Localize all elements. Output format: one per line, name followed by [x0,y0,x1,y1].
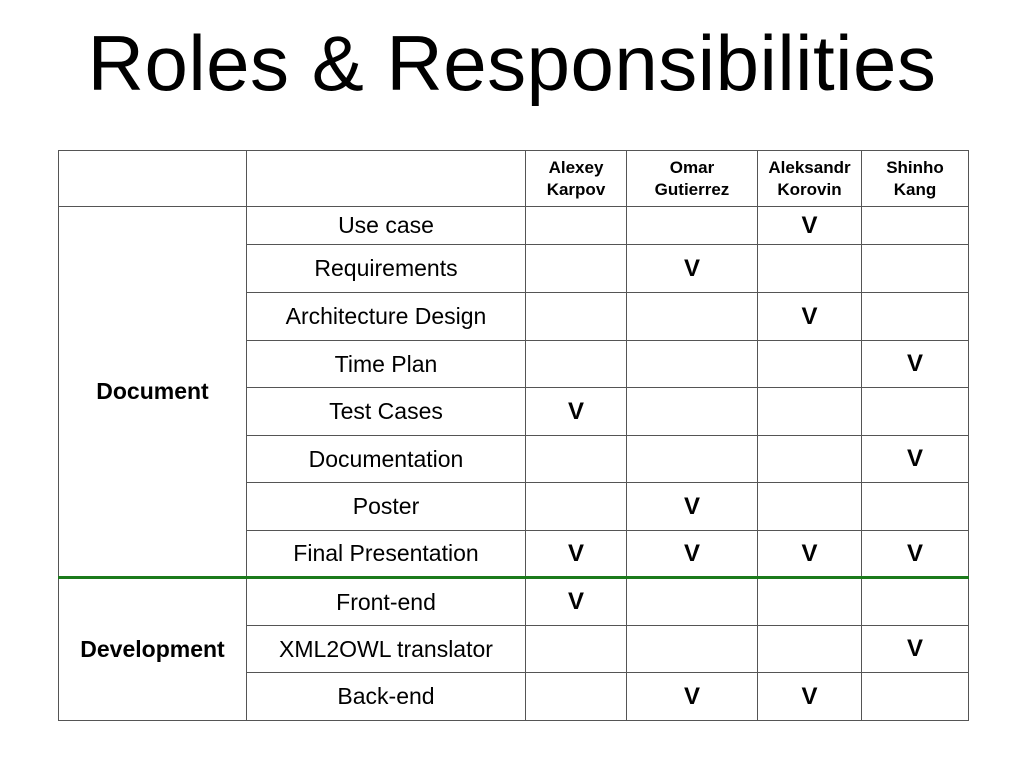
assignment-cell [626,387,758,436]
assignment-cell [626,625,758,673]
assignment-cell [525,435,627,483]
task-label: Architecture Design [246,292,526,341]
assignment-cell [525,672,627,721]
assignment-cell [757,625,862,673]
task-label: Final Presentation [246,530,526,578]
assignment-cell [861,482,969,531]
task-label: Use case [246,206,526,245]
task-label: Front-end [246,576,526,626]
assignment-cell [626,292,758,341]
task-label: Time Plan [246,340,526,388]
task-label: Requirements [246,244,526,293]
assignment-cell: V [525,576,627,626]
assignment-cell [757,244,862,293]
assignment-cell [861,292,969,341]
table-row: Documentation V [59,435,969,483]
assignment-cell [757,482,862,531]
assignment-cell [626,435,758,483]
assignment-cell [861,576,969,626]
assignment-cell [757,387,862,436]
group-label: Document [58,206,247,578]
assignment-cell: V [525,530,627,578]
assignment-cell: V [861,435,969,483]
assignment-cell [525,206,627,245]
assignment-cell: V [626,672,758,721]
assignment-cell: V [626,482,758,531]
task-label: Documentation [246,435,526,483]
empty-task-header-cell [246,150,526,207]
assignment-cell: V [861,530,969,578]
task-label: XML2OWL translator [246,625,526,673]
table-row: Time Plan V [59,340,969,388]
task-label: Poster [246,482,526,531]
assignment-cell [757,576,862,626]
empty-corner-cell [58,150,247,207]
assignment-cell [757,435,862,483]
assignment-cell [861,672,969,721]
assignment-cell [861,387,969,436]
assignment-cell [525,482,627,531]
assignment-cell: V [525,387,627,436]
assignment-cell: V [626,244,758,293]
task-label: Test Cases [246,387,526,436]
group-label: Development [58,576,247,721]
assignment-cell: V [757,292,862,341]
assignment-cell: V [861,340,969,388]
assignment-cell: V [757,206,862,245]
slide-title: Roles & Responsibilities [87,19,937,107]
assignment-cell [626,576,758,626]
assignment-cell [525,244,627,293]
assignment-cell [861,244,969,293]
assignment-cell [626,206,758,245]
task-label: Back-end [246,672,526,721]
assignment-cell [525,340,627,388]
assignment-cell [525,625,627,673]
assignment-cell [861,206,969,245]
assignment-cell [757,340,862,388]
assignment-cell: V [757,530,862,578]
assignment-cell: V [861,625,969,673]
assignment-cell [626,340,758,388]
assignment-cell [525,292,627,341]
assignment-cell: V [757,672,862,721]
assignment-cell: V [626,530,758,578]
